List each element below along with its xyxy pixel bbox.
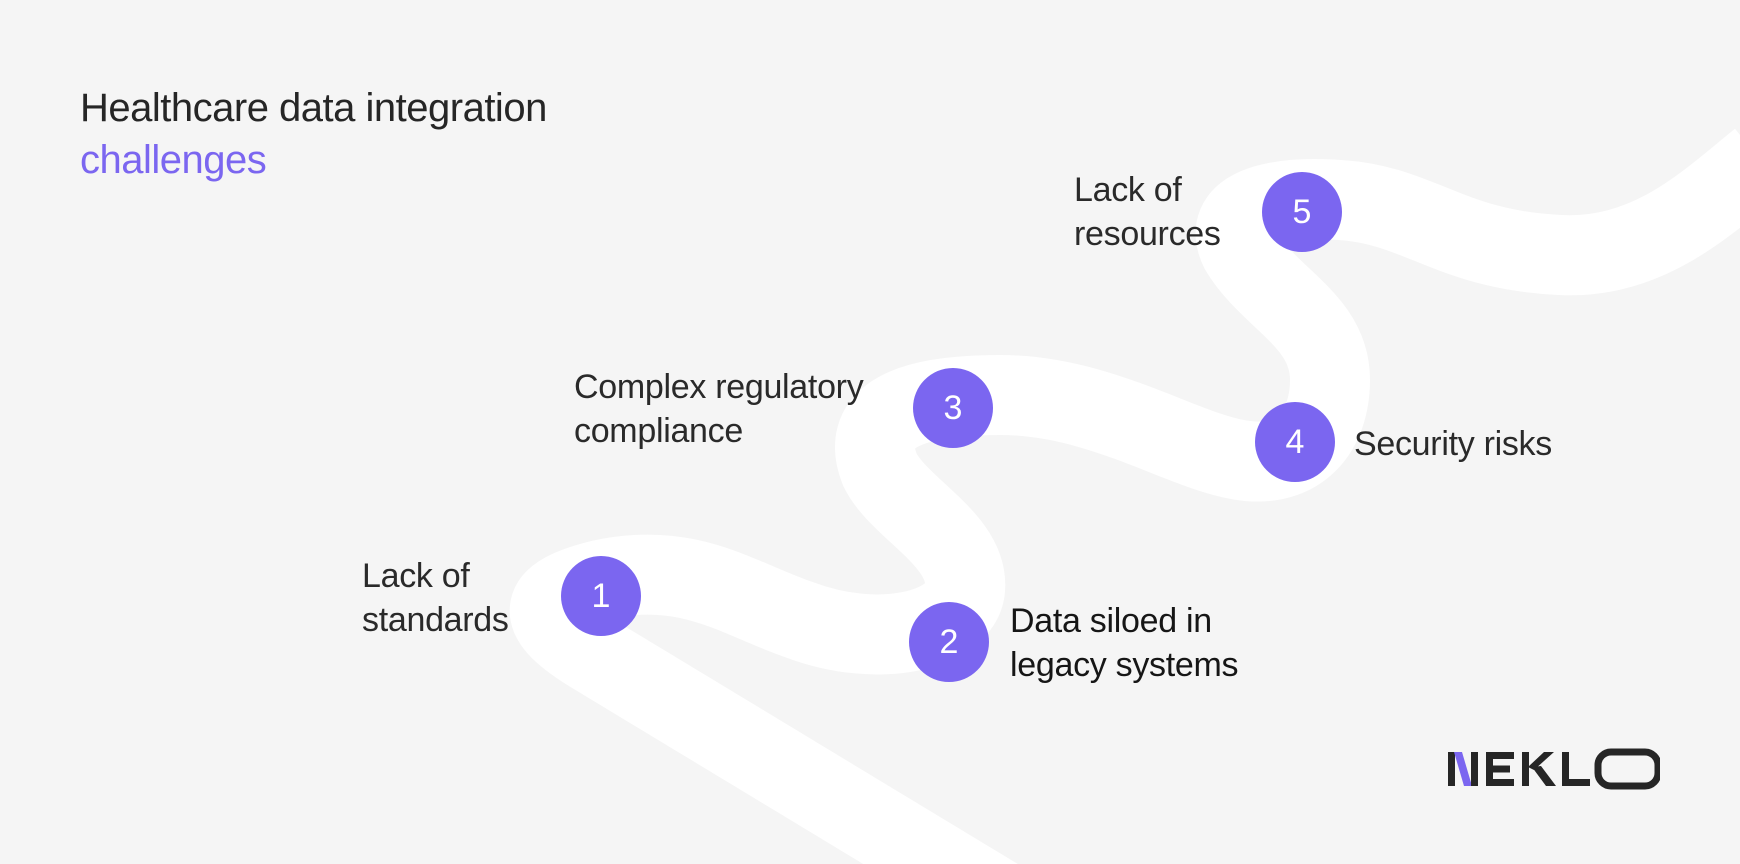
step-1-label: Lack of standards — [362, 554, 509, 642]
page-title: Healthcare data integration challenges — [80, 82, 547, 186]
step-1-label-line-2: standards — [362, 601, 509, 639]
step-3-marker: 3 — [913, 368, 993, 448]
step-4-label-line-1: Security risks — [1354, 425, 1552, 463]
logo-mark — [1448, 748, 1660, 790]
step-1-label-line-1: Lack of — [362, 557, 470, 595]
step-5-label-line-2: resources — [1074, 215, 1221, 253]
road-path — [510, 128, 1740, 864]
step-2-marker: 2 — [909, 602, 989, 682]
step-2-label-line-1: Data siloed in — [1010, 602, 1212, 640]
step-1-marker: 1 — [561, 556, 641, 636]
step-5-label: Lack of resources — [1074, 168, 1221, 256]
step-2-label: Data siloed in legacy systems — [1010, 599, 1239, 687]
neklo-logo-icon — [1448, 748, 1660, 790]
step-5-marker: 5 — [1262, 172, 1342, 252]
step-4-label: Security risks — [1354, 422, 1552, 466]
step-5-label-line-1: Lack of — [1074, 171, 1182, 209]
step-3-label: Complex regulatory compliance — [574, 365, 864, 453]
step-4-marker: 4 — [1255, 402, 1335, 482]
step-3-label-line-2: compliance — [574, 412, 743, 450]
title-line-1: Healthcare data integration — [80, 86, 547, 130]
step-3-label-line-1: Complex regulatory — [574, 368, 864, 406]
step-2-label-line-2: legacy systems — [1010, 646, 1239, 684]
title-line-2: challenges — [80, 138, 267, 182]
